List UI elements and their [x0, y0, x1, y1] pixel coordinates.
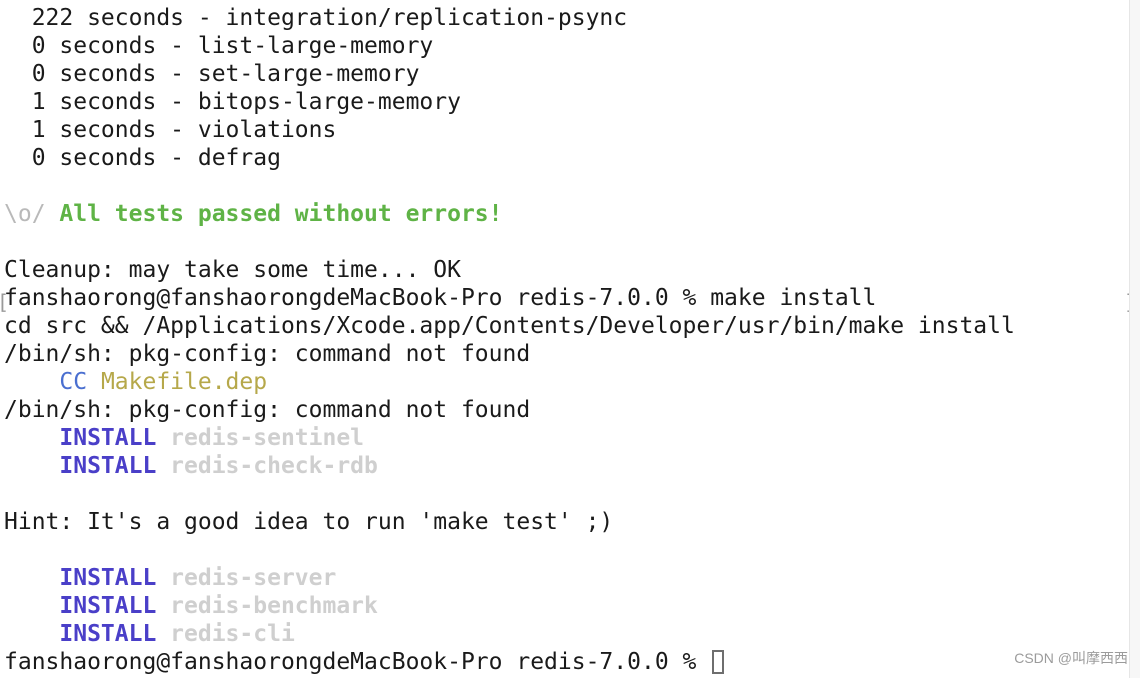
- terminal-line-segment: INSTALL: [4, 621, 171, 647]
- terminal-line-segment: 0 seconds - set-large-memory: [4, 61, 420, 87]
- terminal-line: 0 seconds - list-large-memory: [4, 32, 1015, 60]
- terminal-line-segment: redis-check-rdb: [170, 453, 378, 479]
- terminal-line-segment: 1 seconds - bitops-large-memory: [4, 89, 461, 115]
- terminal-line: fanshaorong@fanshaorongdeMacBook-Pro red…: [4, 284, 1015, 312]
- scrollbar[interactable]: [1129, 0, 1140, 678]
- terminal-line-segment: 0 seconds - list-large-memory: [4, 33, 434, 59]
- terminal-line-segment: redis-benchmark: [170, 593, 378, 619]
- terminal-line-segment: INSTALL: [4, 425, 171, 451]
- terminal-line: cd src && /Applications/Xcode.app/Conten…: [4, 312, 1015, 340]
- terminal-line: /bin/sh: pkg-config: command not found: [4, 396, 1015, 424]
- terminal-line: INSTALL redis-server: [4, 564, 1015, 592]
- terminal-line: /bin/sh: pkg-config: command not found: [4, 340, 1015, 368]
- terminal-line-segment: 222 seconds - integration/replication-ps…: [4, 5, 628, 31]
- terminal-line: [4, 536, 1015, 564]
- terminal-line-segment: INSTALL: [4, 453, 171, 479]
- shell-prompt: fanshaorong@fanshaorongdeMacBook-Pro red…: [4, 649, 711, 675]
- terminal-line: [4, 228, 1015, 256]
- terminal-line-segment: Hint: It's a good idea to run 'make test…: [4, 509, 614, 535]
- terminal-line: Cleanup: may take some time... OK: [4, 256, 1015, 284]
- selection-bracket-left: [: [0, 290, 9, 314]
- terminal-line: INSTALL redis-sentinel: [4, 424, 1015, 452]
- terminal-line-segment: fanshaorong@fanshaorongdeMacBook-Pro red…: [4, 285, 877, 311]
- terminal-line: [4, 480, 1015, 508]
- terminal-line-segment: redis-cli: [170, 621, 295, 647]
- terminal-line-segment: All tests passed without errors!: [59, 201, 503, 227]
- terminal-line: \o/ All tests passed without errors!: [4, 200, 1015, 228]
- terminal-line: 222 seconds - integration/replication-ps…: [4, 4, 1015, 32]
- terminal-line-segment: 0 seconds - defrag: [4, 145, 281, 171]
- terminal-line: CC Makefile.dep: [4, 368, 1015, 396]
- terminal-line: 1 seconds - bitops-large-memory: [4, 88, 1015, 116]
- terminal-line: [4, 172, 1015, 200]
- terminal-line: INSTALL redis-check-rdb: [4, 452, 1015, 480]
- terminal-line: INSTALL redis-cli: [4, 620, 1015, 648]
- terminal-line-segment: cd src && /Applications/Xcode.app/Conten…: [4, 313, 1015, 339]
- terminal-line: 1 seconds - violations: [4, 116, 1015, 144]
- terminal-line-segment: \o/: [4, 201, 60, 227]
- terminal-line-segment: /bin/sh: pkg-config: command not found: [4, 341, 531, 367]
- terminal-line-segment: redis-sentinel: [170, 425, 365, 451]
- terminal-line-segment: INSTALL: [4, 593, 171, 619]
- terminal-line-segment: /bin/sh: pkg-config: command not found: [4, 397, 531, 423]
- terminal-line: Hint: It's a good idea to run 'make test…: [4, 508, 1015, 536]
- terminal-line-segment: redis-server: [170, 565, 337, 591]
- terminal-output: 222 seconds - integration/replication-ps…: [4, 4, 1015, 676]
- terminal-line: 0 seconds - defrag: [4, 144, 1015, 172]
- terminal-line: INSTALL redis-benchmark: [4, 592, 1015, 620]
- terminal-line-segment: Makefile.dep: [100, 369, 268, 395]
- terminal-line-segment: INSTALL: [4, 565, 171, 591]
- terminal-line-segment: 1 seconds - violations: [4, 117, 337, 143]
- terminal-line-segment: Cleanup: may take some time... OK: [4, 257, 461, 283]
- text-cursor[interactable]: [712, 650, 725, 674]
- prompt-line[interactable]: fanshaorong@fanshaorongdeMacBook-Pro red…: [4, 648, 1015, 676]
- terminal-line-segment: CC: [4, 369, 101, 395]
- terminal-line: 0 seconds - set-large-memory: [4, 60, 1015, 88]
- watermark: CSDN @叫摩西西: [1014, 650, 1128, 666]
